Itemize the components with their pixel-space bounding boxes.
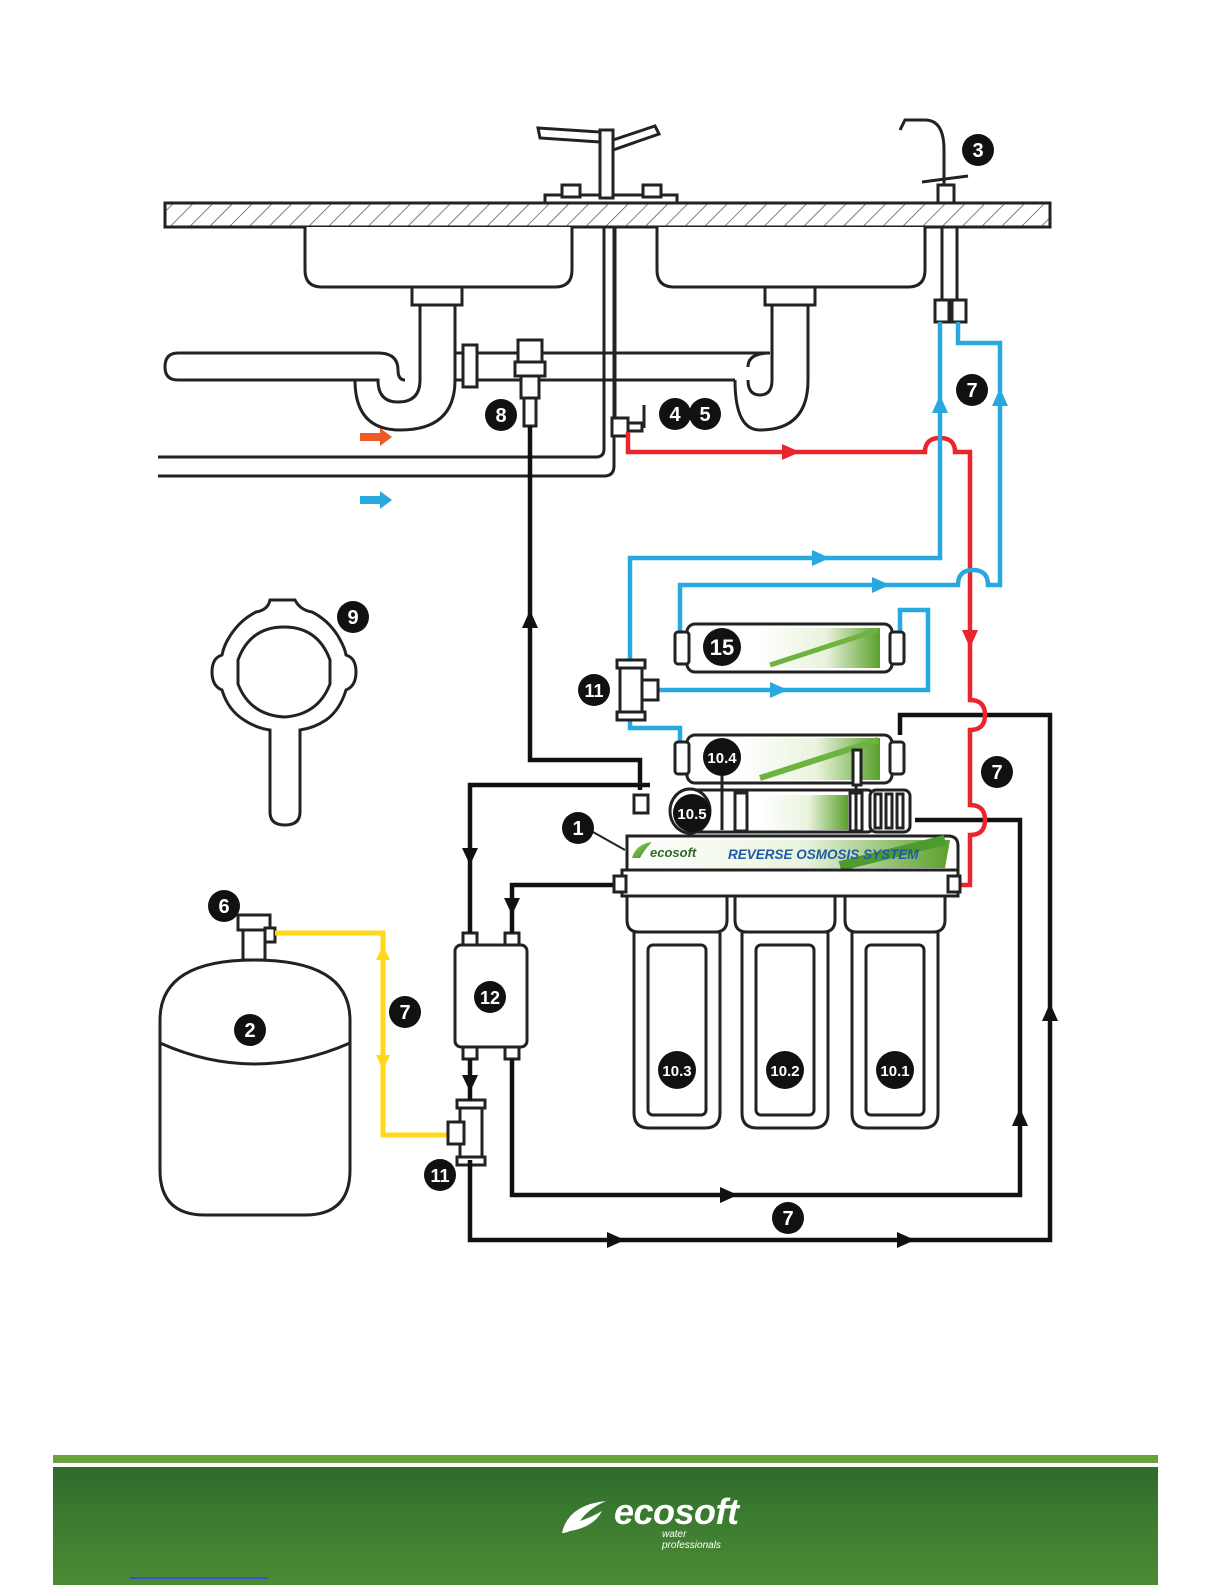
tee-connector-lower: [448, 1100, 485, 1165]
svg-text:3: 3: [972, 140, 983, 162]
footer-band: ecosoft water professionals: [53, 1467, 1158, 1585]
flow-arrow-up-2: [1042, 1003, 1058, 1021]
svg-text:6: 6: [218, 896, 229, 918]
housing-stage-1: [845, 896, 945, 1128]
kitchen-mixer-faucet: [538, 126, 677, 203]
product-arrow-right-2: [872, 577, 890, 593]
svg-text:7: 7: [399, 1002, 410, 1024]
svg-text:10.4: 10.4: [707, 750, 737, 767]
callout-10-3: 10.3: [658, 1051, 696, 1089]
footer-logo: ecosoft water professionals: [558, 1493, 748, 1543]
tee-connector-upper: [617, 660, 658, 720]
tank-line-arrow-up: [376, 945, 390, 960]
callout-5: 5: [689, 398, 721, 430]
svg-text:10.3: 10.3: [662, 1063, 691, 1080]
flow-arrow-down-2: [504, 898, 520, 915]
callout-4: 4: [659, 398, 691, 430]
svg-text:11: 11: [430, 1166, 449, 1186]
svg-text:4: 4: [669, 404, 681, 426]
svg-text:7: 7: [966, 380, 977, 402]
footer-tagline: water professionals: [662, 1529, 748, 1551]
product-arrow-up-2: [992, 388, 1008, 406]
storage-tank: [160, 915, 350, 1215]
callout-8: 8: [485, 399, 517, 431]
footer-stripe: [53, 1455, 1158, 1463]
svg-text:12: 12: [480, 988, 500, 1008]
svg-text:5: 5: [699, 404, 710, 426]
callout-7-top: 7: [956, 374, 988, 406]
housing-wrench: [212, 600, 356, 825]
panel-title: REVERSE OSMOSIS SYSTEM: [728, 847, 919, 862]
svg-text:1: 1: [572, 818, 583, 840]
callout-11-upper: 11: [578, 674, 610, 706]
callout-7-bottom: 7: [772, 1202, 804, 1234]
flow-arrow-up-1: [1012, 1108, 1028, 1126]
housing-stage-2: [735, 896, 835, 1128]
drain-arrow-up: [522, 610, 538, 628]
svg-text:7: 7: [782, 1208, 793, 1230]
drain-saddle-clamp: [515, 340, 545, 426]
flow-arrow-down-3: [462, 1075, 478, 1092]
product-arrow-up-1: [932, 395, 948, 413]
feed-water-valve: [612, 405, 644, 436]
svg-text:10.1: 10.1: [880, 1063, 909, 1080]
ro-installation-diagram: ecosoft REVERSE OSMOSIS SYSTEM 1 2 3 4 5: [0, 0, 1225, 1450]
countertop: [165, 203, 1050, 227]
svg-text:11: 11: [584, 681, 603, 701]
product-arrow-right-1: [812, 550, 830, 566]
callout-15: 15: [703, 628, 741, 666]
callout-7-left: 7: [389, 996, 421, 1028]
callout-10-4: 10.4: [703, 738, 741, 776]
svg-text:10.2: 10.2: [770, 1063, 799, 1080]
flow-arrow-right-3: [897, 1232, 915, 1248]
flow-arrow-right-1: [720, 1187, 738, 1203]
svg-text:7: 7: [991, 762, 1002, 784]
page-footer: ecosoft water professionals: [53, 1455, 1158, 1585]
flow-arrow-right-2: [607, 1232, 625, 1248]
callout-10-1: 10.1: [876, 1051, 914, 1089]
callout-3: 3: [962, 134, 994, 166]
tank-line-arrow-down: [376, 1055, 390, 1070]
leaf-icon: [558, 1497, 610, 1537]
callout-11-lower: 11: [424, 1159, 456, 1191]
callout-7-right: 7: [981, 756, 1013, 788]
footer-link-underline[interactable]: [130, 1577, 268, 1579]
callout-2: 2: [234, 1014, 266, 1046]
housing-stage-3: [627, 896, 727, 1128]
svg-text:8: 8: [495, 405, 506, 427]
product-water-lines: [630, 322, 1000, 742]
feed-arrow-right: [782, 444, 800, 460]
flow-arrow-down-1: [462, 848, 478, 865]
footer-brand: ecosoft: [614, 1491, 739, 1533]
product-arrow-right-3: [770, 682, 788, 698]
panel-brand: ecosoft: [650, 845, 697, 860]
callout-6: 6: [208, 890, 240, 922]
callout-10-5: 10.5: [673, 794, 711, 832]
cold-water-arrow: [360, 491, 392, 509]
callout-10-2: 10.2: [766, 1051, 804, 1089]
callout-1: 1: [562, 812, 625, 850]
callout-9: 9: [337, 601, 369, 633]
callout-12: 12: [474, 981, 506, 1013]
svg-text:9: 9: [347, 607, 358, 629]
feed-arrow-down: [962, 630, 978, 648]
svg-text:10.5: 10.5: [677, 806, 706, 823]
hot-water-arrow: [360, 428, 392, 446]
svg-text:15: 15: [710, 635, 734, 660]
svg-text:2: 2: [244, 1020, 255, 1042]
